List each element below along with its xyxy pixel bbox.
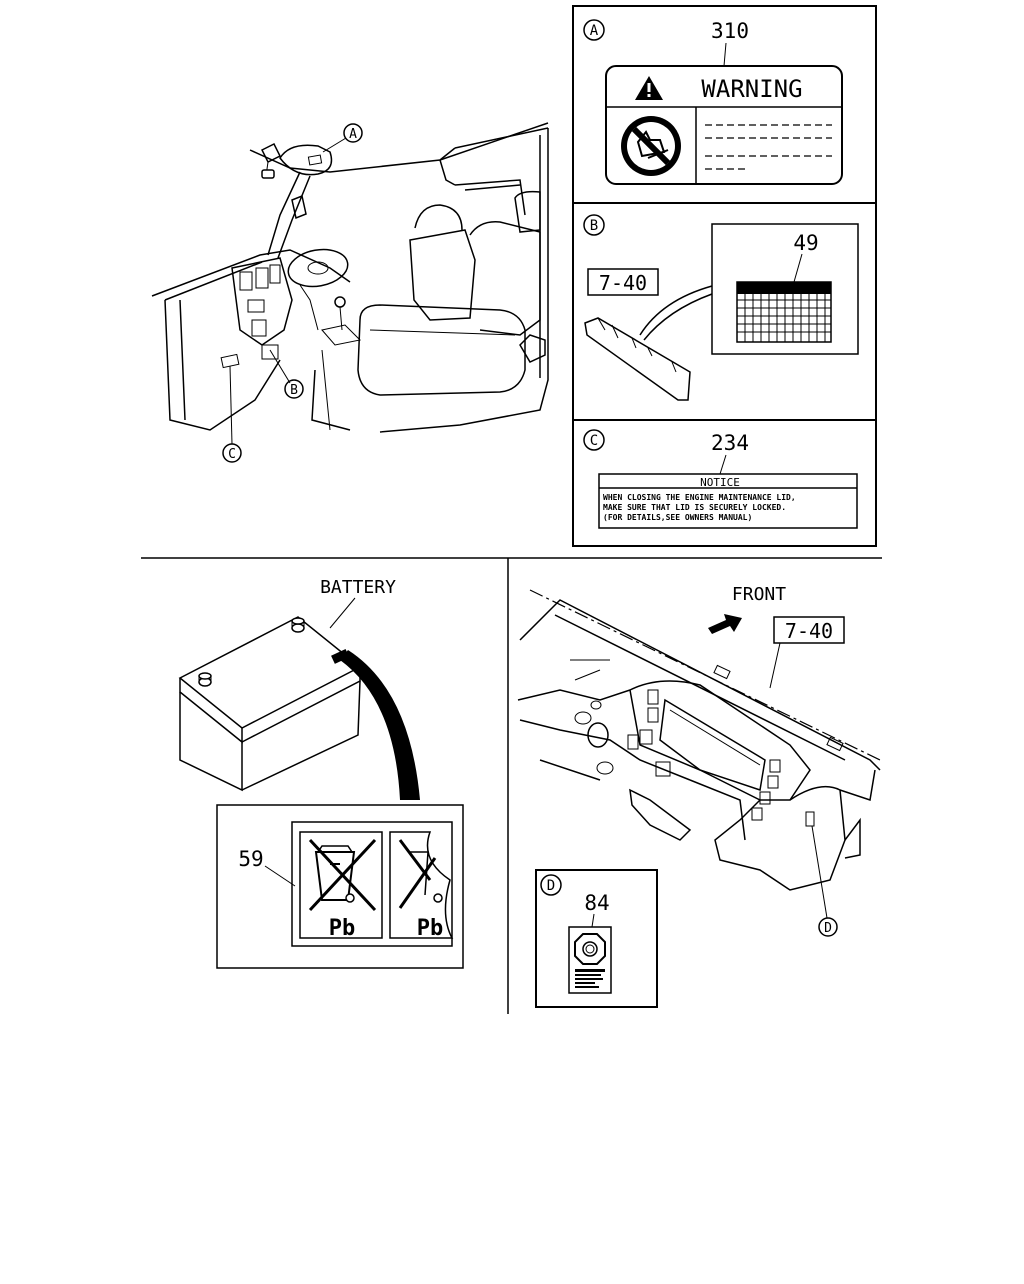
callout-d-letter: D	[824, 921, 832, 936]
panel-a-warning-label: A 310 WARNING	[583, 19, 843, 185]
callout-b-cab: B	[269, 349, 304, 399]
panel-b-fuse-label: B 7-40 49	[583, 214, 859, 401]
callout-b-letter: B	[290, 383, 298, 398]
notice-line-3: (FOR DETAILS,SEE OWNERS MANUAL)	[603, 513, 752, 522]
callout-c-letter: C	[228, 447, 236, 462]
panel-b-part-number: 49	[793, 231, 818, 255]
panel-c-letter: C	[590, 433, 598, 449]
panel-a-label-title: WARNING	[701, 75, 802, 103]
panel-d-part-number: 84	[584, 891, 609, 915]
front-direction-label: FRONT	[732, 584, 786, 605]
dashboard-ref-box: 7-40	[785, 619, 833, 643]
front-arrow-icon	[708, 614, 742, 634]
battery-title: BATTERY	[320, 577, 396, 598]
notice-line-2: MAKE SURE THAT LID IS SECURELY LOCKED.	[603, 503, 786, 512]
notice-line-1: WHEN CLOSING THE ENGINE MAINTENANCE LID,	[603, 493, 796, 502]
battery-label-pb-right: Pb	[417, 916, 444, 941]
fuse-grid	[737, 294, 831, 342]
notice-title: NOTICE	[700, 476, 740, 489]
dashboard-view: FRONT 7-40	[517, 584, 881, 937]
battery-view: BATTERY 59 Pb	[178, 577, 464, 969]
cab-interior-illustration	[151, 122, 549, 433]
panel-a-part-number: 310	[711, 19, 749, 43]
battery-part-number: 59	[238, 847, 263, 871]
panel-d-letter: D	[547, 878, 555, 894]
panel-c-part-number: 234	[711, 431, 749, 455]
panel-a-letter: A	[590, 23, 599, 39]
callout-a-letter: A	[349, 127, 357, 142]
callout-a-cab: A	[322, 123, 363, 153]
panel-b-letter: B	[590, 218, 598, 234]
panel-b-ref-box: 7-40	[599, 271, 647, 295]
battery-label-pb-left: Pb	[329, 916, 356, 941]
callout-c-cab: C	[222, 365, 242, 463]
panel-c-notice-label: C 234 NOTICE WHEN CLOSING THE ENGINE MAI…	[583, 429, 858, 529]
panel-d-airbag-label: D 84	[535, 869, 658, 1008]
detail-panels-frame	[572, 5, 877, 547]
